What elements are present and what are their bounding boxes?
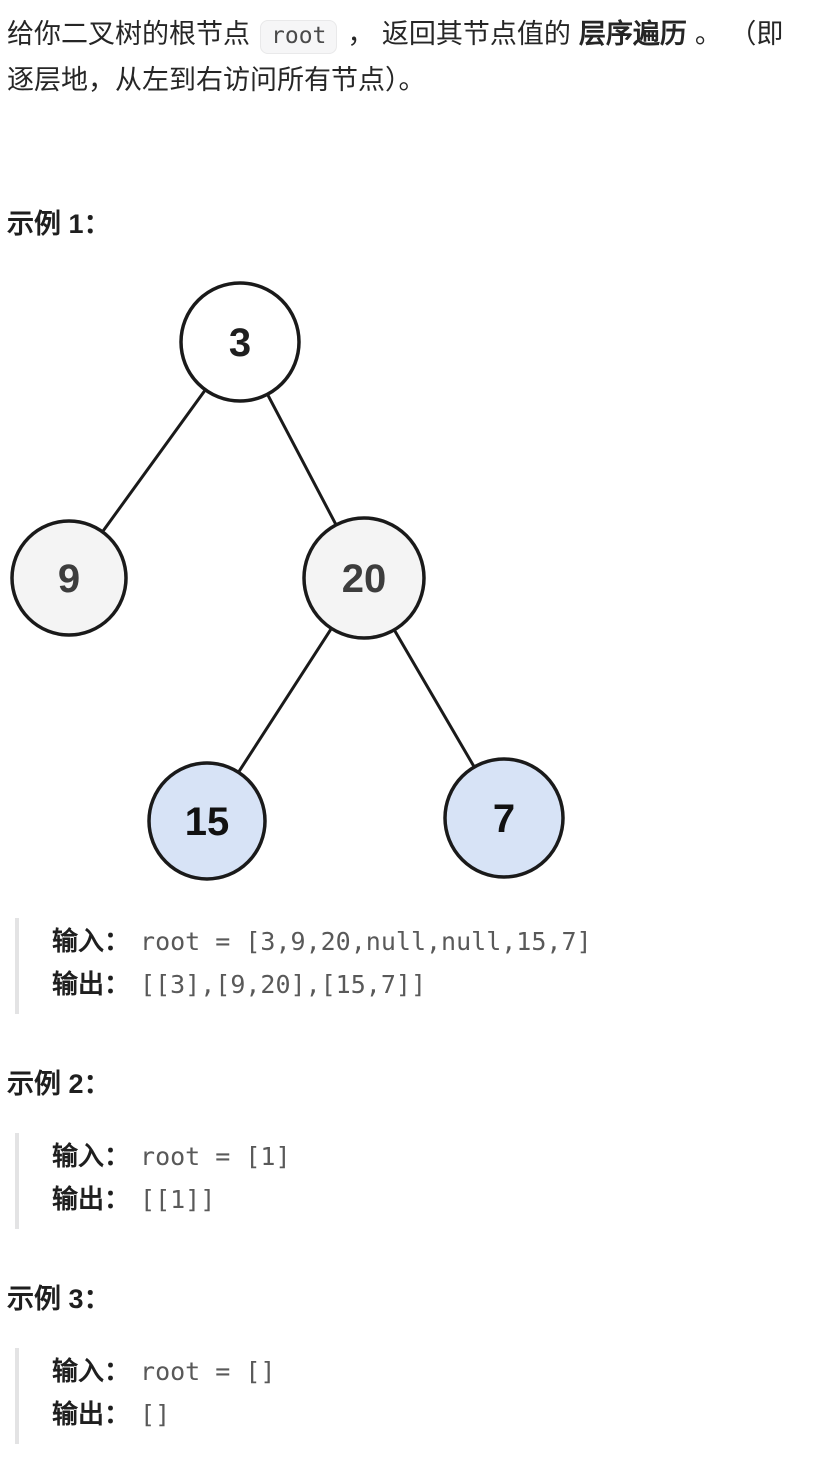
example-1-block: 输入： root = [3,9,20,null,null,15,7] 输出： [[3… <box>15 918 812 1014</box>
example-2-heading: 示例 2： <box>7 1069 111 1099</box>
example-1-input-line: 输入： root = [3,9,20,null,null,15,7] <box>52 922 812 965</box>
example-1-output-line: 输出： [[3],[9,20],[15,7]] <box>52 965 812 1008</box>
tree-node-circle <box>302 516 426 640</box>
inline-code-root: root <box>260 20 338 54</box>
output-label: 输出： <box>52 969 131 999</box>
example-3-input-code: root = [] <box>140 1357 276 1386</box>
example-3-output-code: [] <box>140 1400 171 1429</box>
input-label: 输入： <box>52 926 131 956</box>
tree-node-value: 3 <box>229 321 251 365</box>
statement-text-2: ， 返回其节点值的 <box>347 19 571 49</box>
tree-node-value: 20 <box>342 557 387 601</box>
binary-tree-svg: 3 9 20 15 7 <box>10 281 565 881</box>
example-1-input-code: root = [3,9,20,null,null,15,7] <box>140 927 592 956</box>
binary-tree-diagram: 3 9 20 15 7 <box>7 271 812 886</box>
tree-node-circle <box>443 757 565 879</box>
output-label: 输出： <box>52 1184 131 1214</box>
input-label: 输入： <box>52 1356 131 1386</box>
example-2-output-code: [[1]] <box>140 1185 216 1214</box>
example-3-heading: 示例 3： <box>7 1284 111 1314</box>
example-1-heading: 示例 1： <box>7 209 111 239</box>
example-2-block: 输入： root = [1] 输出： [[1]] <box>15 1133 812 1229</box>
statement-text-4: 逐层地，从左到右访问所有节点）。 <box>7 65 426 95</box>
tree-node-circle <box>147 761 267 881</box>
example-3-block: 输入： root = [] 输出： [] <box>15 1348 812 1444</box>
example-2-output-line: 输出： [[1]] <box>52 1180 812 1223</box>
tree-node-value: 9 <box>58 557 80 601</box>
tree-node-value: 7 <box>493 797 515 841</box>
example-2-input-line: 输入： root = [1] <box>52 1137 812 1180</box>
tree-node-circle <box>10 519 128 637</box>
problem-statement: 给你二叉树的根节点 root ， 返回其节点值的层序遍历。 （即逐层地，从左到右访问… <box>7 12 812 102</box>
tree-node-value: 15 <box>185 800 230 844</box>
output-label: 输出： <box>52 1399 131 1429</box>
statement-bold-level-order: 层序遍历 <box>578 19 687 49</box>
input-label: 输入： <box>52 1141 131 1171</box>
example-3-input-line: 输入： root = [] <box>52 1352 812 1395</box>
example-1-output-code: [[3],[9,20],[15,7]] <box>140 970 426 999</box>
statement-text-3: 。 （即 <box>694 19 784 49</box>
statement-text-1: 给你二叉树的根节点 <box>7 19 250 49</box>
example-3-output-line: 输出： [] <box>52 1395 812 1438</box>
example-2-input-code: root = [1] <box>140 1142 291 1171</box>
tree-node-circle <box>179 281 301 403</box>
